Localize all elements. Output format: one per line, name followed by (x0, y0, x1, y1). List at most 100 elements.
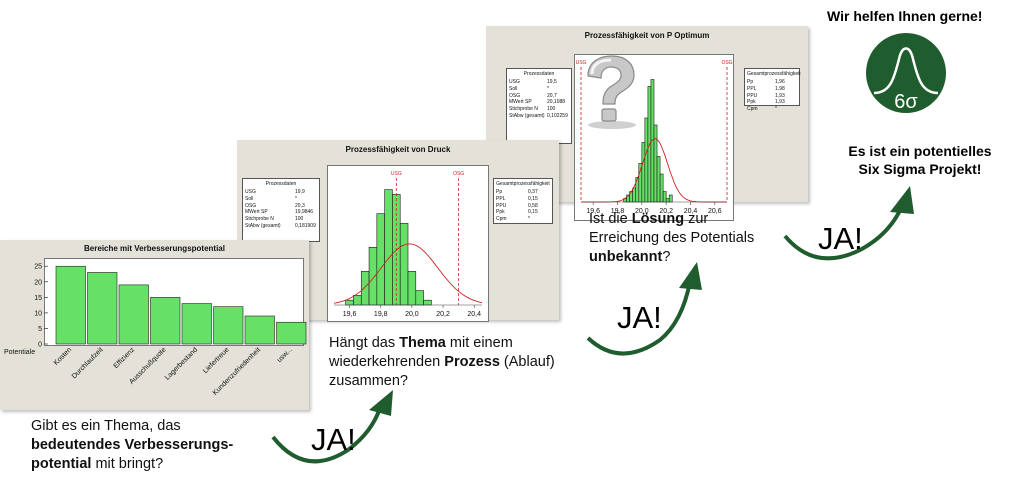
histogram-bar (345, 299, 354, 306)
x-tick-label: 20,2 (659, 208, 673, 215)
x-tick-label: Durchlaufzeit (71, 346, 105, 380)
x-tick-label: Liefertreue (202, 346, 231, 375)
stat-value: 100 (547, 106, 556, 113)
stat-label: OSG (245, 202, 257, 209)
ja-label-3: JA! (818, 221, 863, 256)
question-mark-icon (580, 54, 640, 130)
spec-limit-label: OSG (721, 60, 732, 66)
stat-value: * (528, 216, 530, 223)
stat-label: StAbw (gesamt) (509, 112, 545, 119)
histogram-chart: USG OSG 19,6 19,8 20,0 20,2 20,4 20,6 (576, 60, 733, 215)
stat-value: 0,181909 (295, 222, 316, 229)
stat-label: Ppk (747, 99, 756, 106)
stat-value: 20,3 (295, 202, 305, 209)
spec-limit-label: USG (576, 60, 587, 66)
y-tick-label: 5 (38, 326, 42, 333)
stat-value: 19,9 (295, 189, 305, 195)
y-tick-label: 15 (34, 295, 42, 302)
header-text: Wir helfen Ihnen gerne! (827, 8, 983, 24)
conclusion-text: Es ist ein potentielles Six Sigma Projek… (848, 143, 992, 177)
x-tick-label: Lagerbestand (164, 346, 199, 381)
stat-label: MWert SP (509, 99, 532, 106)
stat-label: Cpm (496, 216, 507, 223)
histogram-bar (399, 222, 409, 306)
stat-value: 0,58 (528, 202, 538, 209)
question-3: Ist die Lösung zur Erreichung des Potent… (589, 211, 755, 265)
stat-value: * (295, 195, 297, 202)
stat-label: Cpm (747, 106, 758, 113)
stat-row: OSG 20,3 (245, 203, 317, 210)
x-tick-label: 19,6 (586, 208, 600, 215)
histogram-bar (641, 142, 646, 203)
stat-label: Pp (496, 189, 503, 195)
stat-label: StAbw (gesamt) (245, 222, 281, 229)
x-tick-label: 19,8 (374, 311, 388, 318)
x-tick-label: 20,0 (405, 311, 419, 318)
panel-title: Prozessfähigkeit von P Optimum (584, 31, 710, 40)
y-tick-label: 20 (34, 279, 42, 286)
stat-row: Cpm* (747, 106, 797, 113)
bar (87, 272, 118, 345)
histogram-bar (632, 187, 637, 203)
histogram-bar (653, 124, 658, 203)
stat-row: Soll * (245, 196, 317, 203)
histogram-bar (644, 117, 649, 203)
stat-label: Soll (509, 85, 518, 92)
stat-row: USG 19,9 (245, 189, 317, 196)
histogram-bar (368, 247, 378, 306)
spec-limit-label: USG (391, 171, 402, 177)
stat-label: Ppk (496, 209, 505, 216)
bar (118, 284, 149, 345)
stat-label: Soll (245, 195, 254, 202)
six-sigma-logo: 6σ (866, 33, 946, 113)
x-tick-label: 20,4 (684, 208, 698, 215)
x-tick-label: 19,8 (611, 208, 625, 215)
stat-label: Pp (747, 79, 754, 85)
histogram-bar (376, 213, 385, 306)
chart-panel-p-optimum: Prozessfähigkeit von P Optimum Prozessda… (486, 26, 808, 221)
stat-label: Stichprobe N (245, 216, 274, 223)
stat-value: 100 (295, 216, 304, 223)
y-tick-label: 10 (34, 310, 42, 317)
x-tick-label: 19,6 (343, 311, 357, 318)
y-tick-label: 0 (38, 342, 42, 349)
bar (181, 303, 212, 345)
question-1: Gibt es ein Thema, das bedeutendes Verbe… (31, 418, 234, 472)
histogram-bar (665, 198, 670, 203)
stat-value: 19,5 (547, 79, 557, 85)
histogram-bar (360, 271, 370, 306)
ja-label-2: JA! (617, 300, 662, 335)
x-tick-label: 20,0 (635, 208, 649, 215)
stat-row: Stichprobe N 100 (245, 216, 317, 223)
stat-value: 1,96 (775, 79, 785, 85)
stat-value: 20,7 (547, 92, 557, 99)
x-tick-label: Kosten (53, 346, 73, 366)
histogram-bar (415, 290, 424, 306)
stat-row: Cpm * (496, 216, 550, 223)
histogram-bar (384, 189, 393, 306)
stat-label: USG (245, 189, 256, 195)
histogram-plot: USG OSG 19,6 19,8 20,0 20,2 20,4 20,6 (574, 54, 734, 221)
stat-label: PPL (747, 85, 757, 92)
histogram-bar (662, 191, 667, 203)
stat-label: OSG (509, 92, 521, 99)
bar (55, 265, 86, 345)
histogram-bar (423, 299, 432, 306)
panel-title: Prozessfähigkeit von Druck (345, 145, 451, 154)
x-tick-label: 20,6 (708, 208, 722, 215)
